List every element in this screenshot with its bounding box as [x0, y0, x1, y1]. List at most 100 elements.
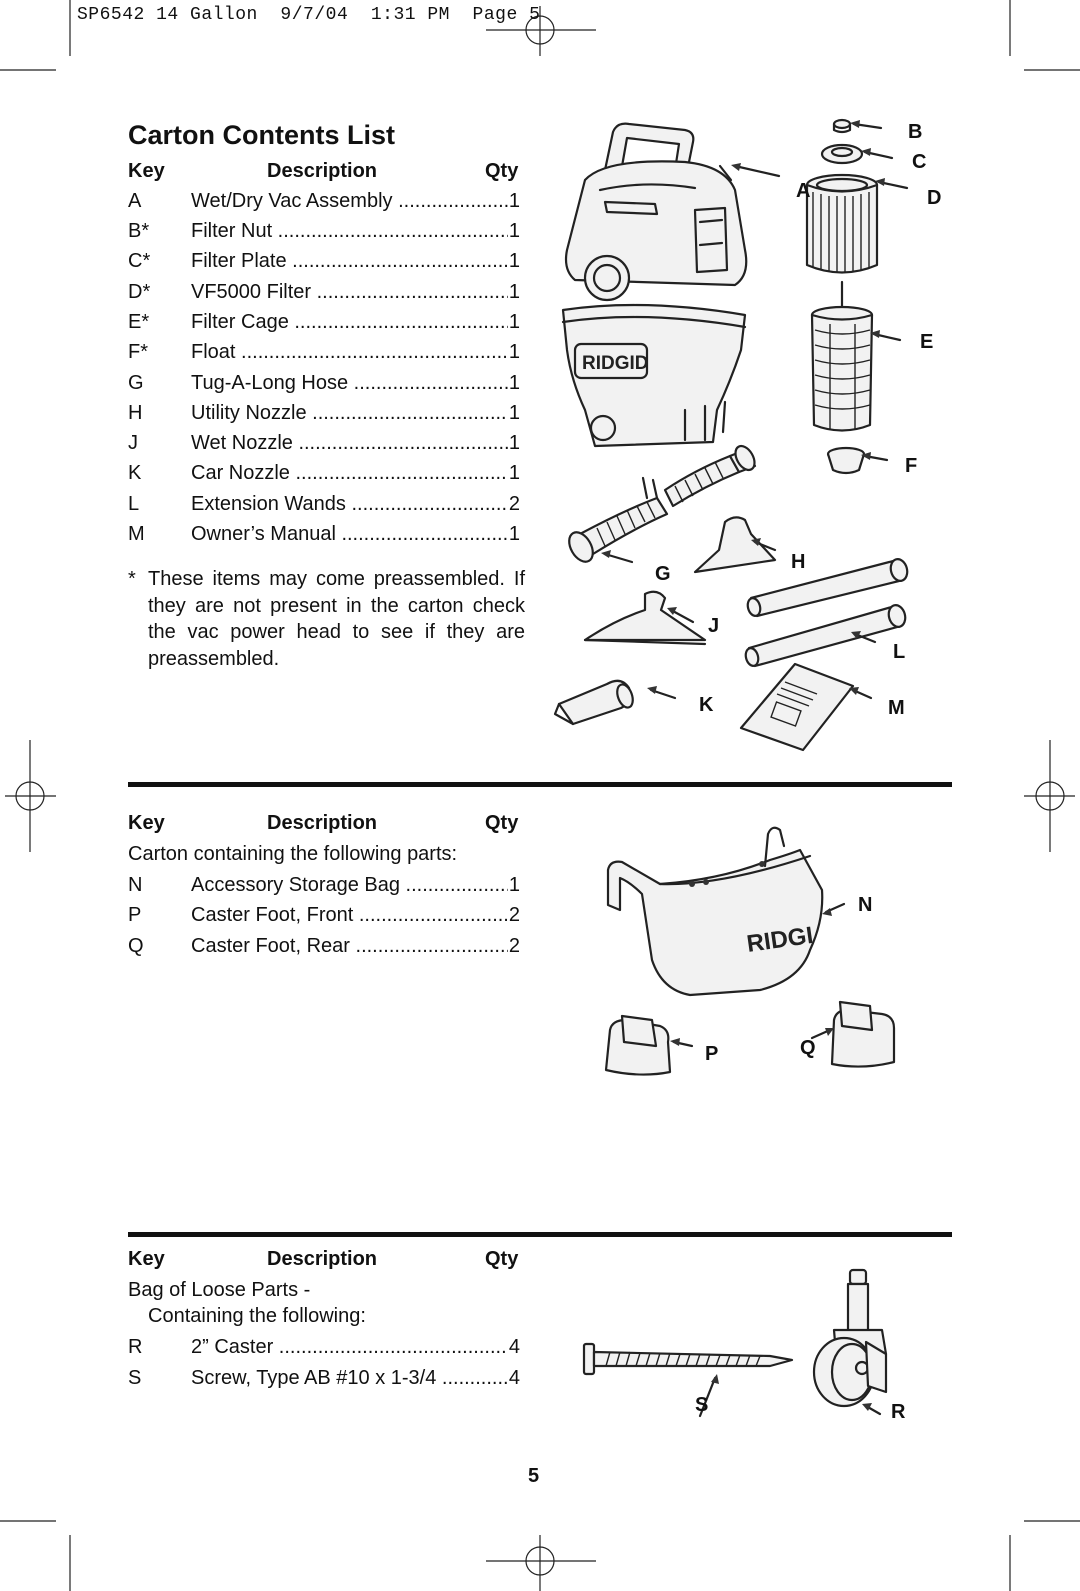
filter-cage-drawing — [810, 280, 874, 432]
vac-brand-logo: RIDGID — [582, 353, 649, 374]
header-description: Description — [267, 160, 378, 182]
item-key: E* — [128, 311, 150, 333]
label-q: Q — [800, 1037, 816, 1059]
item-qty: 1 — [507, 874, 520, 897]
item-qty: 4 — [507, 1336, 520, 1359]
accessory-storage-bag-drawing: RIDGI — [606, 826, 824, 997]
item-qty: 1 — [507, 250, 520, 273]
list-item: E* Filter Cage1 — [128, 311, 520, 339]
header-description: Description — [267, 812, 378, 834]
list-item: G Tug-A-Long Hose1 — [128, 372, 520, 400]
item-key: N — [128, 874, 143, 896]
print-slug: SP6542 14 Gallon 9/7/04 1:31 PM Page 5 — [77, 5, 541, 25]
loose-parts-illustration — [582, 1268, 888, 1418]
section-divider — [128, 782, 952, 787]
item-qty: 1 — [507, 432, 520, 455]
section-intro-continued: Containing the following: — [148, 1305, 366, 1327]
item-description: Float — [191, 341, 520, 364]
leader-arrows — [698, 1374, 882, 1418]
item-key: M — [128, 523, 145, 545]
item-qty: 1 — [507, 311, 520, 334]
list-item: C* Filter Plate1 — [128, 250, 520, 278]
item-key: H — [128, 402, 143, 424]
list-item: Q Caster Foot, Rear2 — [128, 935, 520, 963]
header-description: Description — [267, 1248, 378, 1270]
item-key: R — [128, 1336, 143, 1358]
caster-foot-front-drawing — [604, 1014, 672, 1076]
item-description: Tug-A-Long Hose — [191, 372, 520, 395]
caster-drawing — [812, 1268, 888, 1408]
item-description: Caster Foot, Rear — [191, 935, 520, 958]
list-item: D*VF5000 Filter1 — [128, 281, 520, 309]
item-key: G — [128, 372, 144, 394]
page-title: Carton Contents List — [128, 120, 395, 150]
item-key: K — [128, 462, 142, 484]
item-description: 2” Caster — [191, 1336, 520, 1359]
label-g: G — [655, 563, 671, 585]
list-item: F* Float1 — [128, 341, 520, 369]
parts-illustration: RIDGID — [553, 118, 909, 752]
leader-arrows — [670, 902, 846, 1048]
item-qty: 4 — [507, 1367, 520, 1390]
car-nozzle-drawing — [553, 679, 634, 726]
header-qty: Qty — [485, 160, 519, 182]
item-qty: 1 — [507, 341, 520, 364]
item-description: Car Nozzle — [191, 462, 520, 485]
item-key: P — [128, 904, 142, 926]
item-key: L — [128, 493, 140, 515]
item-description: Extension Wands — [191, 493, 520, 516]
item-qty: 2 — [507, 935, 520, 958]
label-r: R — [891, 1401, 906, 1423]
item-qty: 1 — [507, 523, 520, 546]
label-f: F — [905, 455, 918, 477]
list-item: L Extension Wands2 — [128, 493, 520, 521]
list-item: H Utility Nozzle1 — [128, 402, 520, 430]
item-description: Caster Foot, Front — [191, 904, 520, 927]
item-description: Filter Nut — [191, 220, 520, 243]
wet-dry-vac-drawing: RIDGID — [561, 122, 748, 448]
item-description: Filter Cage — [191, 311, 520, 334]
label-j: J — [708, 615, 720, 637]
item-qty: 2 — [507, 493, 520, 516]
wet-nozzle-drawing — [583, 590, 707, 646]
item-qty: 1 — [507, 190, 520, 213]
item-description: Filter Plate — [191, 250, 520, 273]
leader-arrows — [601, 120, 909, 700]
list-item: R 2” Caster4 — [128, 1336, 520, 1364]
item-qty: 1 — [507, 462, 520, 485]
item-qty: 1 — [507, 402, 520, 425]
item-key: F* — [128, 341, 148, 363]
item-description: Utility Nozzle — [191, 402, 520, 425]
label-c: C — [912, 151, 927, 173]
label-s: S — [695, 1394, 709, 1416]
item-description: VF5000 Filter — [191, 281, 520, 304]
label-m: M — [888, 697, 905, 719]
storage-bag-illustration: RIDGI — [604, 826, 896, 1076]
item-key: B* — [128, 220, 150, 242]
extension-wands-drawing — [744, 558, 909, 668]
page-number: 5 — [528, 1465, 540, 1487]
item-key: D* — [128, 281, 151, 303]
label-h: H — [791, 551, 806, 573]
label-l: L — [893, 641, 906, 663]
utility-nozzle-drawing — [693, 516, 777, 574]
hose-drawing — [568, 444, 757, 563]
item-qty: 1 — [507, 220, 520, 243]
item-qty: 2 — [507, 904, 520, 927]
item-description: Wet/Dry Vac Assembly — [191, 190, 520, 213]
header-qty: Qty — [485, 812, 519, 834]
filter-plate-drawing — [820, 143, 864, 165]
item-key: C* — [128, 250, 151, 272]
footnote-text: These items may come preassembled. If th… — [148, 568, 525, 670]
header-key: Key — [128, 812, 165, 834]
list-item: P Caster Foot, Front2 — [128, 904, 520, 932]
item-qty: 1 — [507, 372, 520, 395]
caster-foot-rear-drawing — [830, 1000, 896, 1068]
item-key: Q — [128, 935, 144, 957]
